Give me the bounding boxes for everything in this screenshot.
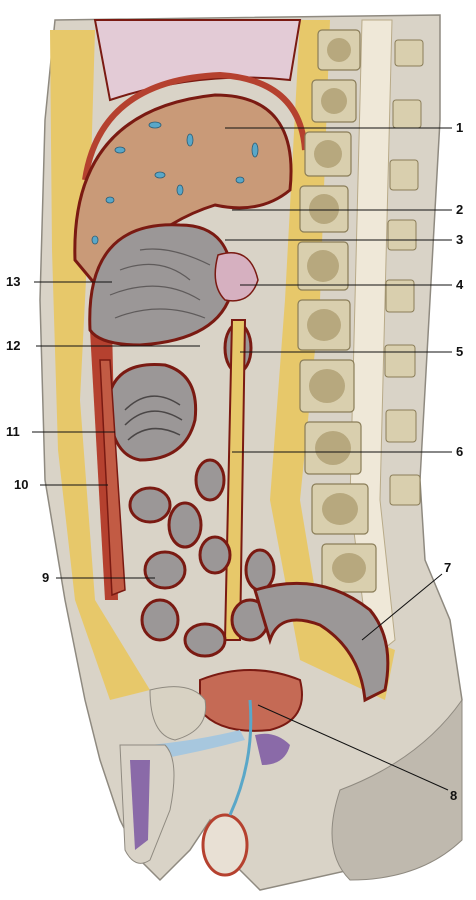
label-9: 9 xyxy=(42,570,49,585)
corpus-spongiosum xyxy=(130,760,150,850)
label-1: 1 xyxy=(456,120,463,135)
rectum xyxy=(253,581,390,703)
label-10: 10 xyxy=(14,477,28,492)
label-13: 13 xyxy=(6,274,20,289)
urethra xyxy=(150,730,245,760)
leader-8 xyxy=(257,704,449,791)
transverse-colon xyxy=(106,362,198,462)
colon-haustra xyxy=(124,395,183,441)
label-6: 6 xyxy=(456,444,463,459)
leader-lines xyxy=(32,127,452,791)
pubic-region xyxy=(149,686,207,741)
label-11: 11 xyxy=(6,424,20,439)
label-8: 8 xyxy=(450,788,457,803)
anterior-fat-layer xyxy=(50,30,150,700)
label-3: 3 xyxy=(456,232,463,247)
stomach-folds xyxy=(109,248,211,319)
pancreas xyxy=(214,252,259,302)
greater-omentum xyxy=(99,359,126,597)
lung xyxy=(93,19,302,102)
label-4: 4 xyxy=(456,277,464,292)
liver-vessels xyxy=(91,121,259,245)
label-2: 2 xyxy=(456,202,463,217)
label-7: 7 xyxy=(444,560,451,575)
prostate xyxy=(255,733,290,765)
leader-7 xyxy=(361,573,443,641)
vertebral-column xyxy=(297,19,424,661)
testis xyxy=(201,813,249,877)
labels: 1 2 3 4 5 6 7 8 9 10 11 12 13 xyxy=(6,120,464,803)
label-5: 5 xyxy=(456,344,463,359)
diaphragm xyxy=(82,71,308,181)
buttock xyxy=(331,698,463,881)
spermatic-cord xyxy=(228,699,253,816)
label-12: 12 xyxy=(6,338,20,353)
small-intestine-loops xyxy=(128,458,276,658)
